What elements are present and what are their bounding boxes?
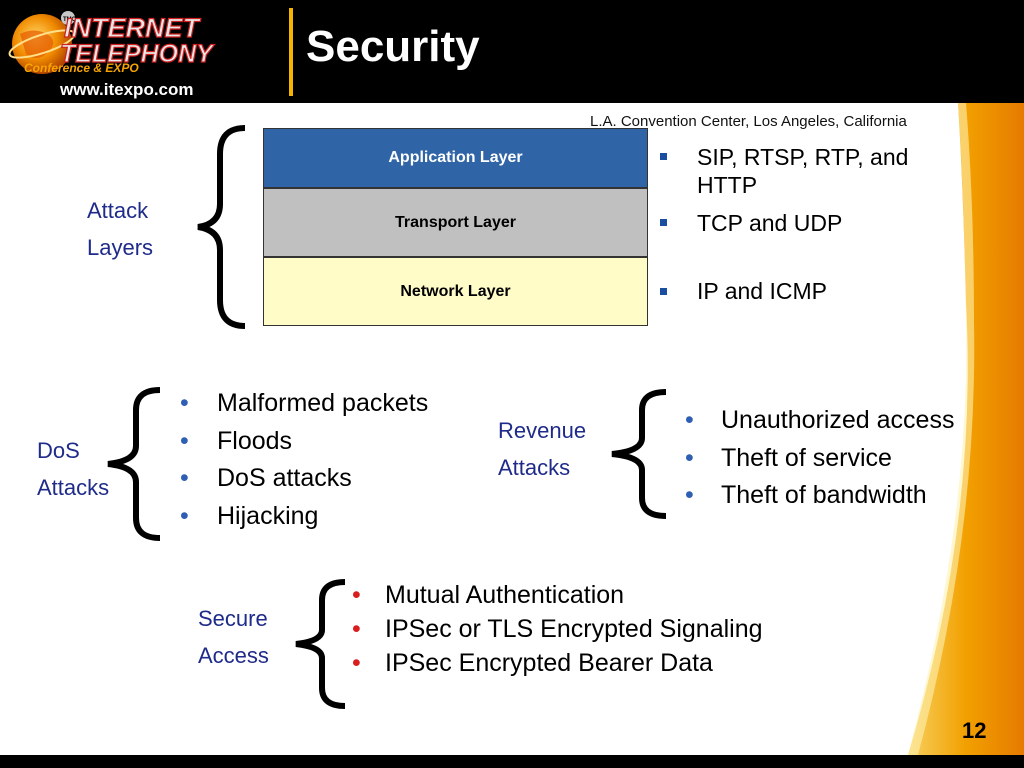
slide-header: TMC INTERNET TELEPHONY Conference & EXPO…: [0, 0, 1024, 103]
list-item-text: Hijacking: [217, 501, 319, 530]
bullet-dot: •: [352, 615, 361, 643]
secure-label-line1: Secure: [198, 606, 268, 631]
transport-protocols: TCP and UDP: [697, 210, 843, 236]
list-item-text: Mutual Authentication: [385, 581, 625, 609]
bullet-dot: •: [180, 426, 189, 455]
bullet-dot: •: [180, 501, 189, 530]
decorative-side-art: [908, 103, 1024, 755]
protocol-line: SIP, RTSP, RTP, and: [697, 144, 909, 170]
square-bullet: [660, 219, 667, 226]
page-number: 12: [962, 718, 987, 743]
list-item-text: Unauthorized access: [721, 406, 955, 434]
svg-text:TMC: TMC: [63, 17, 77, 23]
dos-attacks-list: •Malformed packets •Floods •DoS attacks …: [180, 389, 428, 539]
list-item: • Theft of service: [685, 444, 954, 482]
square-bullet: [660, 288, 667, 295]
itexpo-logo: TMC INTERNET TELEPHONY Conference & EXPO: [8, 11, 216, 75]
svg-text:Conference & EXPO: Conference & EXPO: [24, 61, 139, 75]
list-item-text: DoS attacks: [217, 464, 352, 492]
footer-band: [0, 755, 1024, 768]
bullet-dot: •: [685, 406, 694, 434]
bullet-dot: •: [685, 443, 694, 472]
square-bullet: [660, 153, 667, 160]
attack-layers-brace: [197, 125, 246, 329]
bullet-dot: •: [352, 581, 361, 609]
website-url[interactable]: www.itexpo.com: [60, 80, 194, 99]
network-layer-box: Network Layer: [263, 257, 648, 326]
list-item: • Hijacking: [180, 502, 428, 540]
revenue-label-line1: Revenue: [498, 418, 587, 443]
dos-label-line1: DoS: [37, 438, 80, 463]
svg-text:TELEPHONY: TELEPHONY: [60, 40, 215, 68]
secure-access-brace: [295, 579, 346, 709]
protocol-line: HTTP: [697, 172, 758, 198]
list-item: • IPSec Encrypted Bearer Data: [352, 649, 763, 683]
list-item: • Unauthorized access: [685, 406, 954, 444]
list-item-text: IPSec or TLS Encrypted Signaling: [385, 615, 763, 643]
dos-attacks-brace: [107, 387, 161, 541]
list-item: • Theft of bandwidth: [685, 481, 954, 519]
application-protocols: SIP, RTSP, RTP, and HTTP: [697, 143, 908, 199]
list-item-text: Floods: [217, 426, 293, 455]
header-divider: [289, 8, 293, 96]
list-item: • Floods: [180, 427, 428, 465]
secure-access-label: Secure Access: [198, 600, 269, 674]
list-item: • DoS attacks: [180, 464, 428, 502]
list-item: • IPSec or TLS Encrypted Signaling: [352, 615, 763, 649]
dos-label-line2: Attacks: [37, 475, 110, 500]
svg-text:INTERNET: INTERNET: [64, 13, 202, 43]
list-item-text: Theft of bandwidth: [721, 481, 927, 509]
application-layer-box: Application Layer: [263, 128, 648, 188]
network-protocols: IP and ICMP: [697, 278, 827, 304]
list-item-text: Theft of service: [721, 443, 892, 472]
attack-layers-label: Attack Layers: [87, 192, 153, 266]
attack-layers-label-line1: Attack: [87, 198, 149, 223]
list-item-text: IPSec Encrypted Bearer Data: [385, 649, 713, 677]
list-item-text: Malformed packets: [217, 389, 429, 417]
attack-layers-label-line2: Layers: [87, 235, 154, 260]
revenue-attacks-brace: [611, 389, 667, 519]
bullet-dot: •: [180, 464, 189, 492]
bullet-dot: •: [352, 649, 361, 677]
bullet-dot: •: [180, 389, 189, 417]
transport-layer-box: Transport Layer: [263, 188, 648, 257]
list-item: • Mutual Authentication: [352, 581, 763, 615]
revenue-label-line2: Attacks: [498, 455, 571, 480]
secure-label-line2: Access: [198, 643, 269, 668]
secure-access-list: • Mutual Authentication • IPSec or TLS Enc…: [352, 581, 763, 683]
dos-attacks-label: DoS Attacks: [37, 432, 109, 506]
slide-title: Security: [306, 22, 480, 71]
revenue-attacks-list: • Unauthorized access • Theft of service •…: [685, 406, 954, 519]
list-item: • Malformed packets: [180, 389, 428, 427]
bullet-dot: •: [685, 481, 694, 509]
event-location: L.A. Convention Center, Los Angeles, Cal…: [590, 113, 907, 130]
revenue-attacks-label: Revenue Attacks: [498, 412, 586, 486]
